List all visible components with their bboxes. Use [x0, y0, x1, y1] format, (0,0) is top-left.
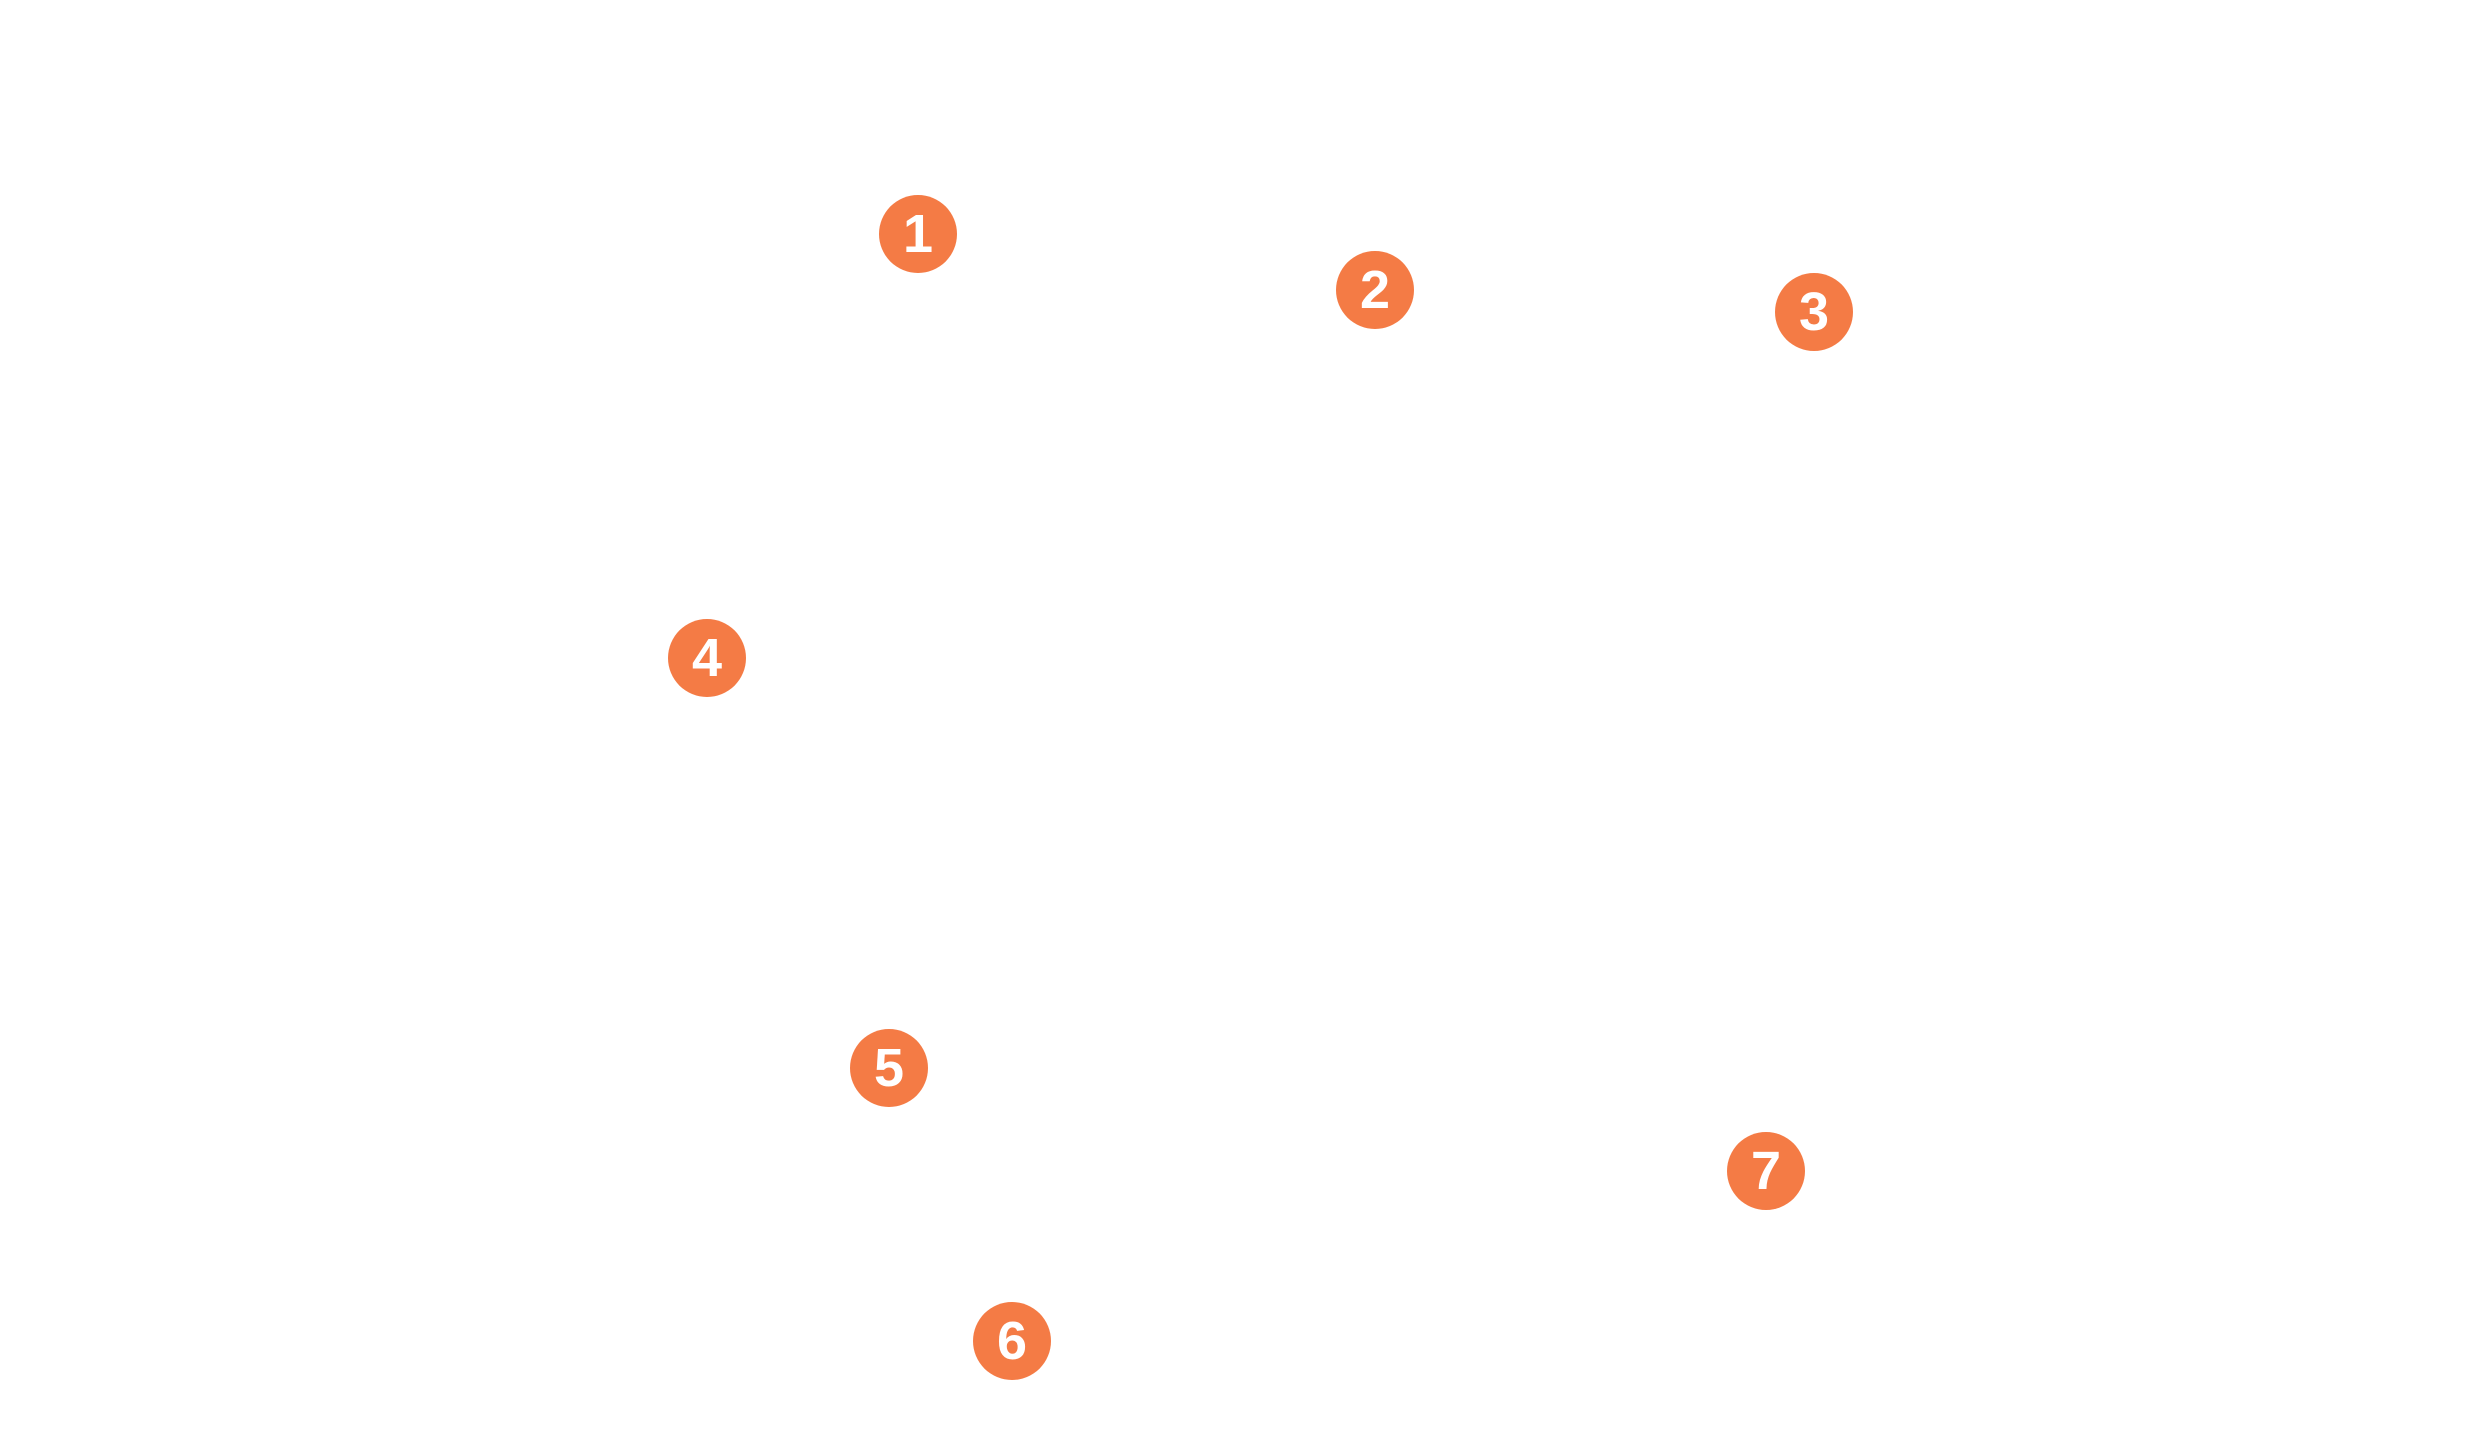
marker-3: 3: [1775, 273, 1853, 351]
marker-5: 5: [850, 1029, 928, 1107]
marker-2: 2: [1336, 251, 1414, 329]
marker-7: 7: [1727, 1132, 1805, 1210]
marker-1: 1: [879, 195, 957, 273]
marker-4: 4: [668, 619, 746, 697]
marker-6: 6: [973, 1302, 1051, 1380]
